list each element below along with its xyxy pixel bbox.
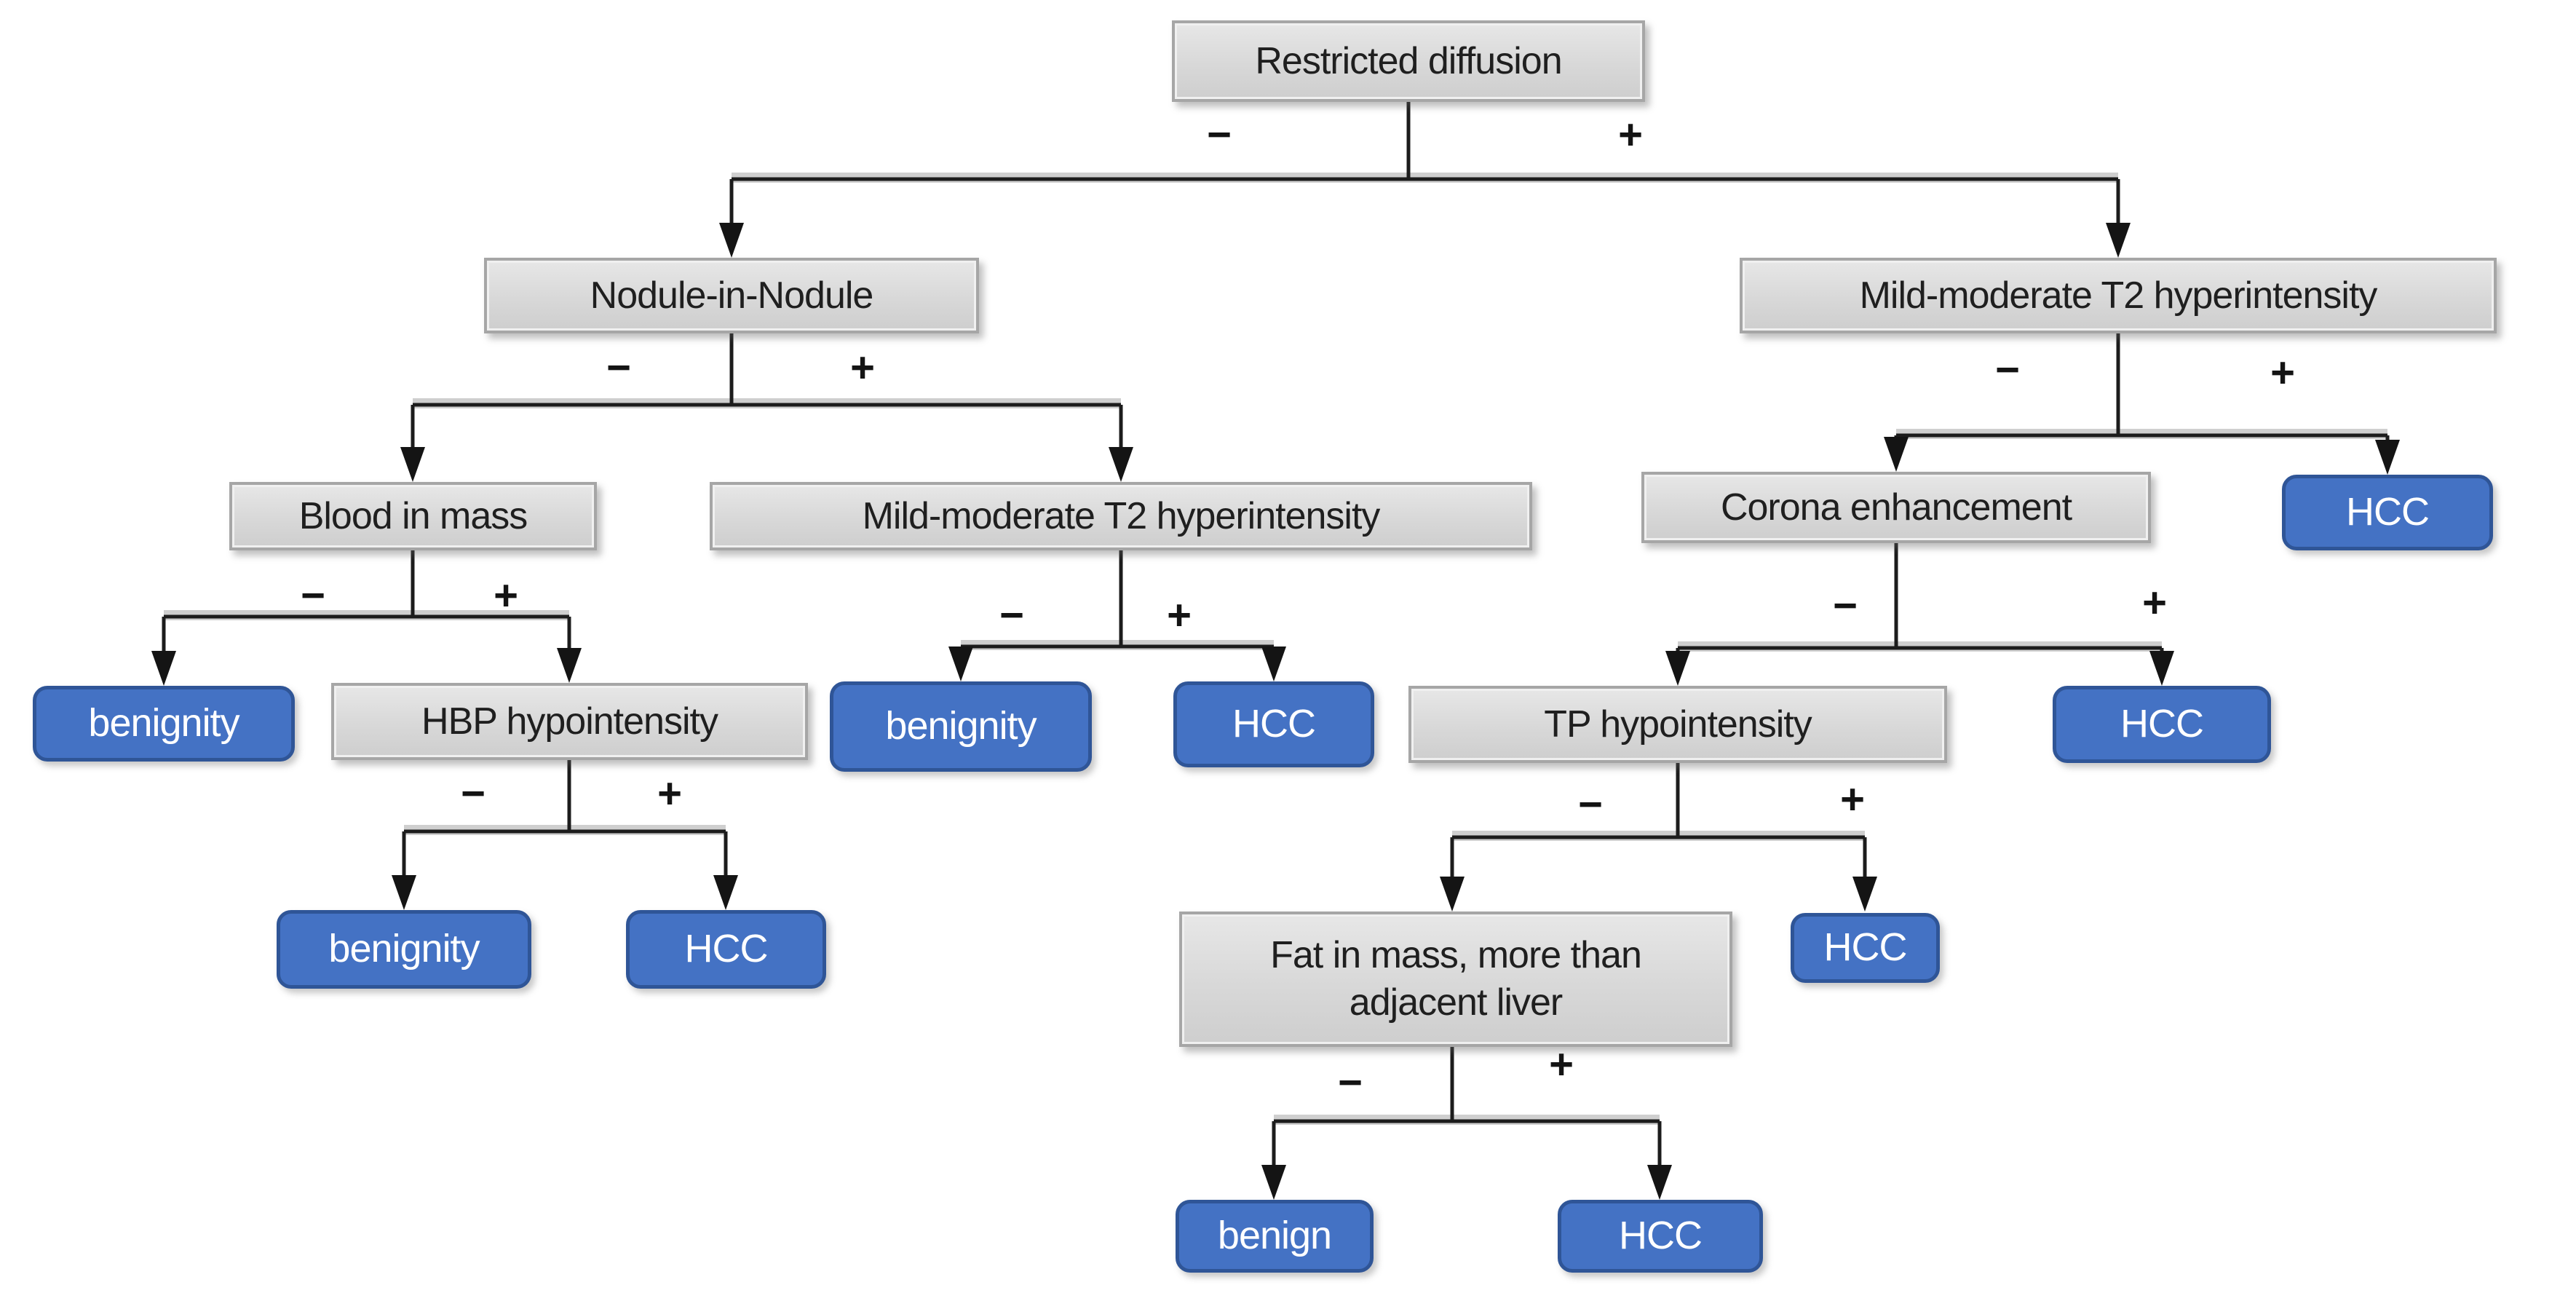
sign-mild-right-positive: +: [2270, 349, 2295, 397]
node-hcc-mild-middle-positive: HCC: [1173, 681, 1374, 767]
node-mild-moderate-t2-right: Mild-moderate T2 hyperintensity: [1740, 258, 2497, 333]
node-hcc-corona-positive: HCC: [2053, 686, 2271, 763]
arrowheads: [151, 223, 2400, 1200]
node-benignity-blood-negative: benignity: [33, 686, 295, 762]
sign-blood-negative: −: [301, 572, 325, 620]
sign-corona-positive: +: [2142, 579, 2167, 627]
node-blood-in-mass: Blood in mass: [229, 482, 597, 550]
node-mild-moderate-t2-middle: Mild-moderate T2 hyperintensity: [710, 482, 1532, 550]
node-nodule-in-nodule: Nodule-in-Nodule: [484, 258, 979, 333]
sign-nodule-negative: −: [606, 344, 631, 392]
node-hcc-fat-positive: HCC: [1558, 1200, 1763, 1273]
sign-hbp-positive: +: [657, 770, 682, 818]
connector-path: [162, 102, 2390, 1169]
node-corona-enhancement: Corona enhancement: [1641, 472, 2151, 543]
sign-hbp-negative: −: [461, 770, 486, 818]
node-hcc-hbp-positive: HCC: [626, 910, 826, 989]
sign-mild-middle-positive: +: [1167, 591, 1192, 639]
sign-root-negative: −: [1207, 111, 1232, 159]
sign-root-positive: +: [1618, 111, 1643, 159]
node-benign-fat-negative: benign: [1176, 1200, 1374, 1273]
sign-nodule-positive: +: [850, 344, 875, 392]
node-benignity-hbp-negative: benignity: [277, 910, 531, 989]
node-hcc-tp-positive: HCC: [1791, 913, 1940, 983]
node-fat-in-mass: Fat in mass, more than adjacent liver: [1179, 912, 1732, 1047]
sign-tp-positive: +: [1840, 775, 1865, 823]
sign-fat-negative: −: [1338, 1059, 1363, 1107]
node-hbp-hypointensity: HBP hypointensity: [331, 683, 808, 760]
sign-mild-middle-negative: −: [999, 591, 1024, 639]
sign-mild-right-negative: −: [1995, 346, 2020, 394]
node-restricted-diffusion: Restricted diffusion: [1172, 20, 1645, 102]
sign-blood-positive: +: [494, 572, 518, 620]
sign-corona-negative: −: [1833, 582, 1858, 630]
node-hcc-mild-right-positive: HCC: [2282, 475, 2493, 550]
sign-fat-positive: +: [1549, 1040, 1574, 1088]
node-benignity-mild-middle-negative: benignity: [830, 681, 1092, 772]
sign-tp-negative: −: [1578, 780, 1603, 829]
node-tp-hypointensity: TP hypointensity: [1408, 686, 1947, 763]
